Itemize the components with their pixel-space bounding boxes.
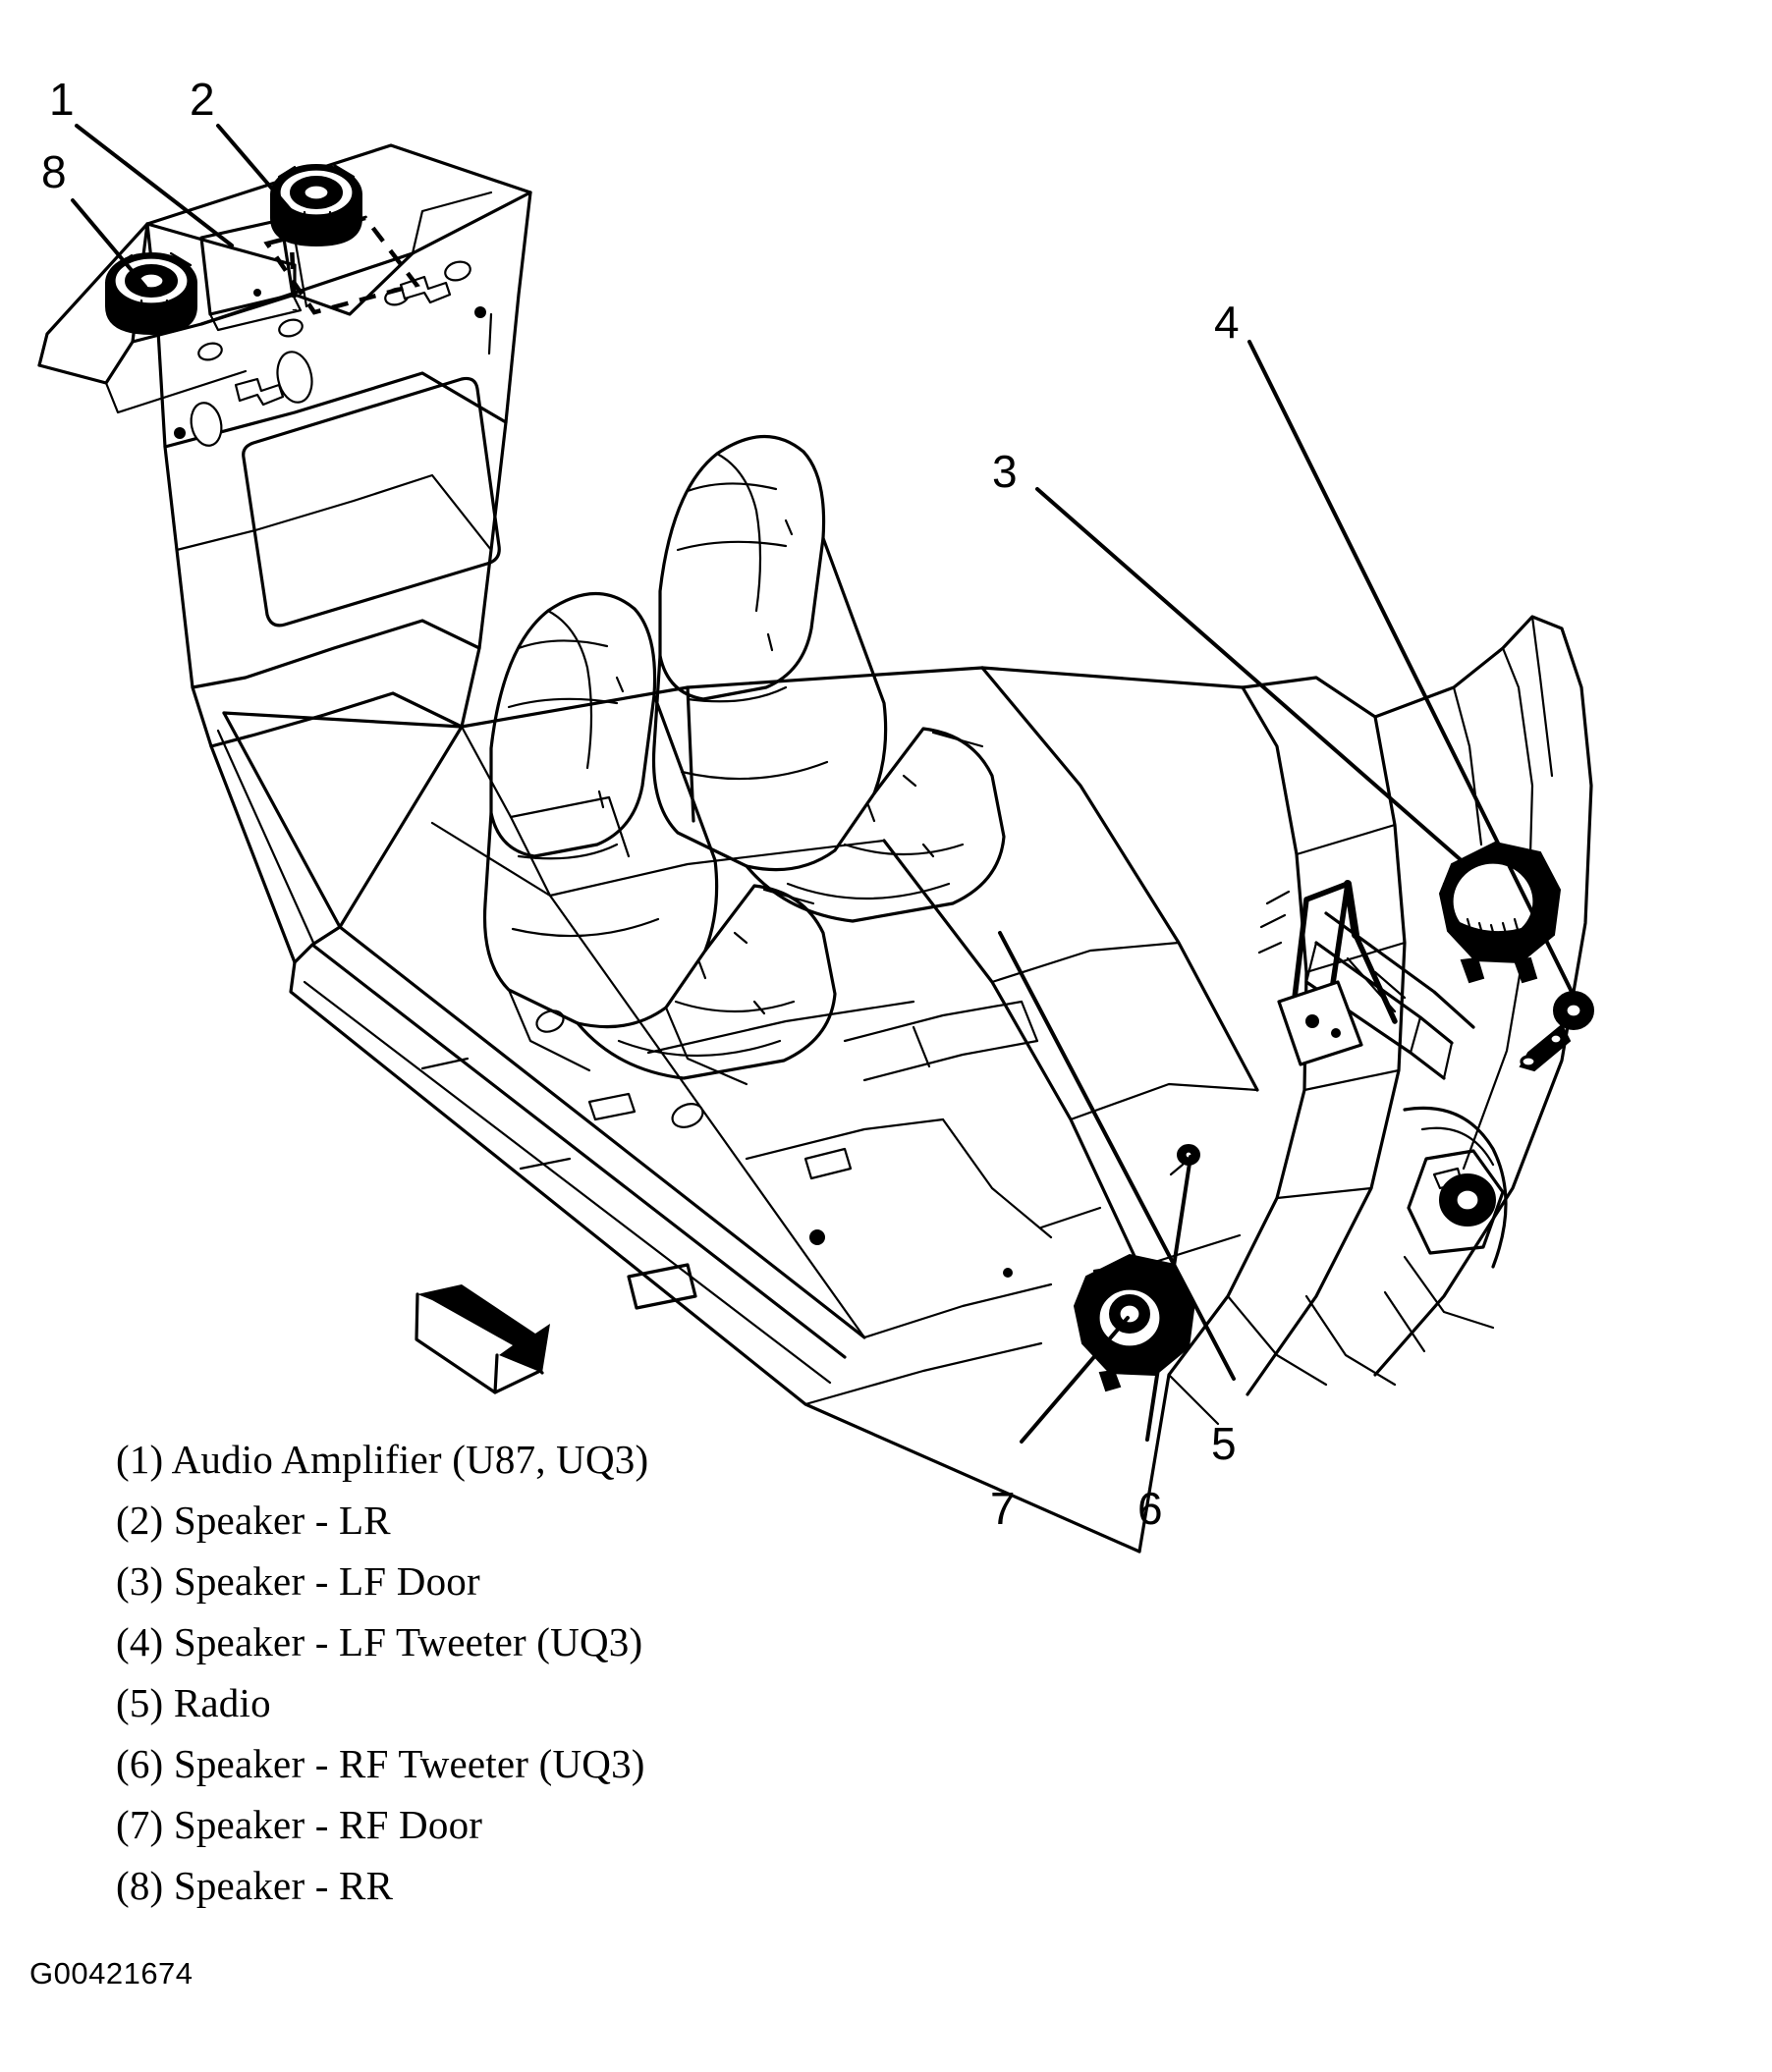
callout-5: 5: [1211, 1418, 1237, 1469]
seat-rails: [843, 1000, 1039, 1082]
leader-5: [998, 931, 1236, 1381]
legend-item-5: (5) Radio: [116, 1680, 271, 1725]
leader-7: [1020, 1316, 1130, 1444]
legend-item-6: (6) Speaker - RF Tweeter (UQ3): [116, 1741, 645, 1786]
callout-leader-lines: [71, 124, 1579, 1444]
leader-3: [1035, 487, 1467, 866]
leader-4: [1247, 340, 1579, 1006]
rear-bulkhead-panel: [145, 191, 532, 748]
leader-8: [71, 198, 147, 289]
speaker-lr[interactable]: [270, 163, 362, 247]
callout-8: 8: [41, 146, 67, 197]
legend-item-3: (3) Speaker - LF Door: [116, 1558, 480, 1604]
figure-id-label: G00421674: [29, 1956, 194, 1990]
leader-2: [216, 124, 303, 224]
leader-1: [75, 124, 234, 247]
callout-3: 3: [992, 446, 1018, 497]
legend-item-8: (8) Speaker - RR: [116, 1863, 394, 1908]
callout-2: 2: [190, 74, 215, 125]
legend-item-1: (1) Audio Amplifier (U87, UQ3): [116, 1437, 649, 1482]
legend-item-7: (7) Speaker - RF Door: [116, 1802, 483, 1847]
speaker-rf-door[interactable]: [1073, 1253, 1196, 1392]
callout-1: 1: [49, 74, 75, 125]
component-legend: (1) Audio Amplifier (U87, UQ3) (2) Speak…: [116, 1429, 1000, 1916]
legend-item-4: (4) Speaker - LF Tweeter (UQ3): [116, 1619, 643, 1664]
callout-4: 4: [1214, 297, 1240, 348]
speaker-rf-tweeter[interactable]: [1169, 1144, 1200, 1176]
callout-6: 6: [1137, 1483, 1163, 1534]
seat-left: [651, 434, 1006, 923]
forward-direction-arrow: [415, 1284, 550, 1394]
floor-pan: [209, 615, 1593, 1554]
leader-6: [1145, 1155, 1192, 1442]
legend-item-2: (2) Speaker - LR: [116, 1498, 391, 1543]
callout-7: 7: [990, 1483, 1016, 1534]
radio[interactable]: [1257, 880, 1475, 1080]
speaker-lf-tweeter[interactable]: [1519, 991, 1594, 1072]
seat-right: [482, 591, 837, 1086]
speaker-rr[interactable]: [105, 251, 197, 336]
speaker-lf-door[interactable]: [1438, 841, 1562, 984]
